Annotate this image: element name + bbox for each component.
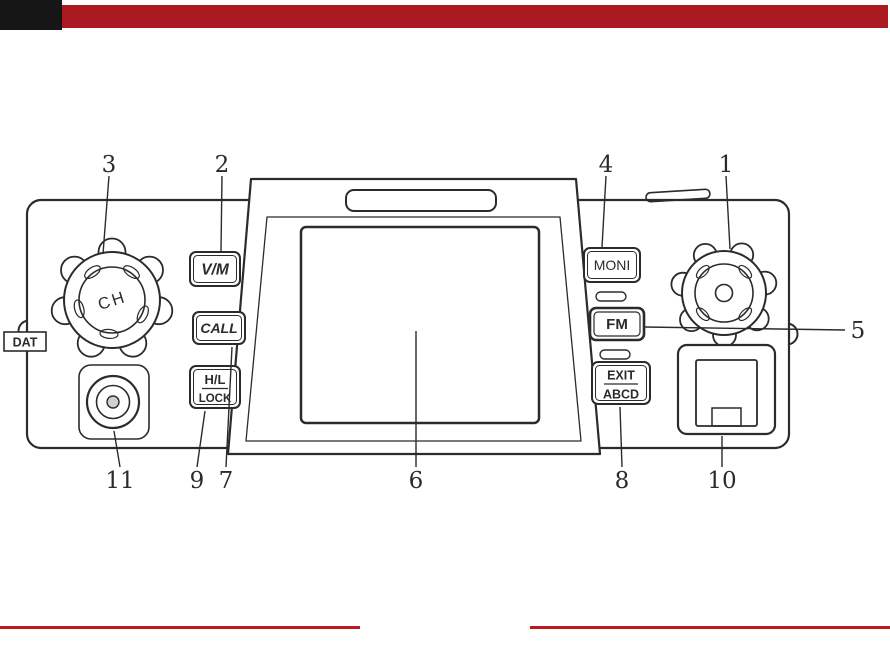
mic-jack-clip-slot xyxy=(711,407,742,427)
leader-1 xyxy=(725,175,731,250)
header-black-tab xyxy=(0,0,62,30)
round-connector-pin xyxy=(106,395,120,409)
callout-numbers: 1 2 3 4 5 6 7 8 9 10 11 xyxy=(102,152,866,494)
leader-5 xyxy=(644,326,846,331)
callout-5: 5 xyxy=(851,318,866,344)
fm-button: FM xyxy=(588,306,646,342)
call-button-label: CALL xyxy=(200,320,237,336)
header-red-bar xyxy=(62,5,888,28)
volume-knob-cap xyxy=(694,263,754,323)
dat-tag-label: DAT xyxy=(13,336,38,350)
channel-knob-grooves xyxy=(73,265,149,340)
leader-7 xyxy=(225,346,233,468)
moni-button-label: MONI xyxy=(594,257,631,273)
hl-lock-button-label-bottom: LOCK xyxy=(199,393,232,405)
callout-1: 1 xyxy=(719,152,734,178)
callout-8: 8 xyxy=(615,468,630,494)
leader-11 xyxy=(113,430,121,468)
callout-6: 6 xyxy=(409,468,424,494)
fm-button-label: FM xyxy=(606,316,628,333)
dat-tag-box xyxy=(3,331,47,352)
footer-rule-left xyxy=(0,626,360,629)
callout-7: 7 xyxy=(219,468,234,494)
exit-abcd-button: EXIT ABCD xyxy=(591,361,651,405)
callout-9: 9 xyxy=(190,468,205,494)
volume-knob-center xyxy=(714,283,734,303)
moni-button: MONI xyxy=(583,247,641,283)
channel-knob-face xyxy=(63,251,161,349)
top-vent-slot xyxy=(645,188,711,203)
lcd-screen xyxy=(299,225,541,425)
call-button: CALL xyxy=(192,311,246,345)
hl-lock-button-label-top: H/L xyxy=(205,372,226,387)
led-slot-upper xyxy=(595,291,627,302)
round-connector-ring xyxy=(95,384,131,420)
speaker-slot xyxy=(345,189,497,212)
leader-3 xyxy=(102,175,110,255)
display-bezel-inner xyxy=(245,216,582,442)
leader-9 xyxy=(196,410,206,468)
callout-leader-lines xyxy=(102,175,846,468)
volume-knob xyxy=(670,242,778,348)
footer-rule-right xyxy=(530,626,890,629)
mic-jack xyxy=(676,343,777,436)
round-connector xyxy=(78,364,150,440)
exit-abcd-button-label-top: EXIT xyxy=(607,369,635,383)
volume-knob-grooves xyxy=(695,264,753,322)
leader-8 xyxy=(619,406,623,468)
leader-4 xyxy=(601,175,607,248)
callout-11: 11 xyxy=(105,468,134,494)
hl-lock-button: H/L LOCK xyxy=(189,365,241,409)
display-housing xyxy=(226,177,602,456)
callout-10: 10 xyxy=(707,468,736,494)
callout-2: 2 xyxy=(215,152,230,178)
round-connector-plate xyxy=(78,364,150,440)
callout-3: 3 xyxy=(102,152,117,178)
leader-2 xyxy=(220,175,223,252)
callout-4: 4 xyxy=(599,152,614,178)
mic-jack-outer xyxy=(676,343,777,436)
vm-button-label: V/M xyxy=(201,262,230,279)
exit-abcd-button-label-bottom: ABCD xyxy=(603,388,639,402)
vm-button: V/M xyxy=(189,251,241,287)
channel-knob: CH xyxy=(50,237,174,358)
dat-tag: DAT xyxy=(3,331,47,352)
led-slot-lower xyxy=(599,349,631,360)
